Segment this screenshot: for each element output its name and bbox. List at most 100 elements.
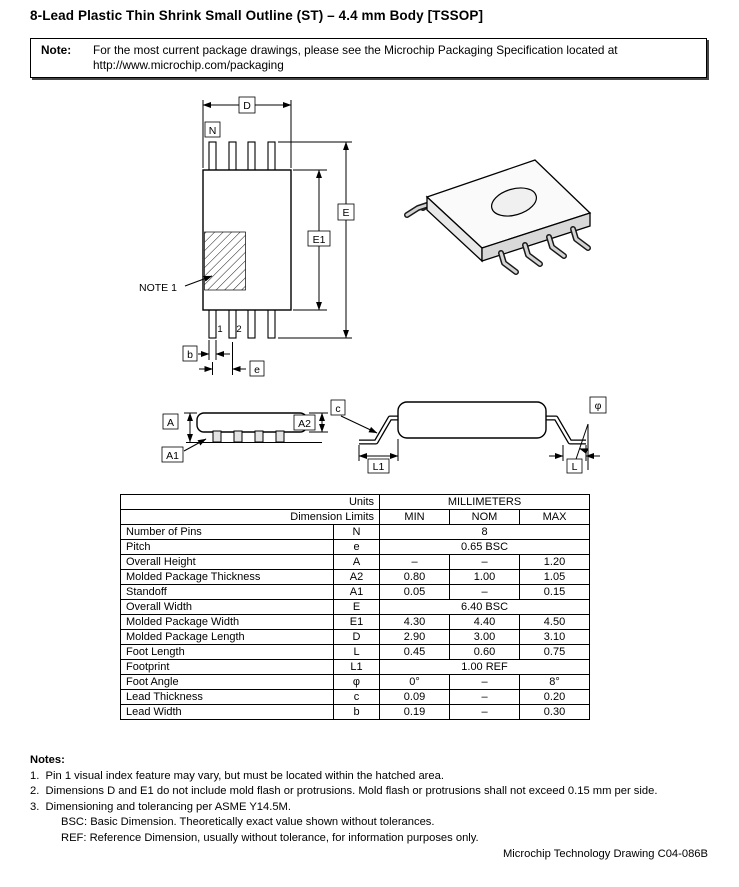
dim-name: Molded Package Length	[120, 629, 334, 645]
dim-min: 2.90	[379, 629, 450, 645]
dim-max: 8°	[519, 674, 590, 690]
note-item-2: 2. Dimensions D and E1 do not include mo…	[30, 785, 658, 798]
top-view-lead	[228, 141, 237, 172]
dim-symbol: e	[333, 539, 380, 555]
dim-symbol: L1	[333, 659, 380, 675]
table-row: Overall Width E 6.40 BSC	[120, 599, 590, 615]
dim-max: 0.15	[519, 584, 590, 600]
end-view-lead	[212, 430, 222, 443]
table-row: Molded Package Thickness A2 0.80 1.00 1.…	[120, 569, 590, 585]
dim-nom: –	[449, 554, 520, 570]
dim-min: 0.19	[379, 704, 450, 720]
dim-symbol: A	[333, 554, 380, 570]
dim-max: 3.10	[519, 629, 590, 645]
dim-symbol: E	[333, 599, 380, 615]
dim-min: 0.80	[379, 569, 450, 585]
table-row: Molded Package Length D 2.90 3.00 3.10	[120, 629, 590, 645]
pin-number-2: 2	[236, 324, 241, 335]
dim-symbol: A2	[333, 569, 380, 585]
dim-symbol: A1	[333, 584, 380, 600]
end-view-lead	[233, 430, 243, 443]
dim-label-A2-text: A2	[298, 418, 311, 430]
dim-label-D: D	[238, 96, 256, 114]
dim-label-L: L	[566, 458, 583, 474]
dim-label-E1: E1	[307, 230, 331, 247]
dim-max: 0.20	[519, 689, 590, 705]
dim-label-L1: L1	[367, 458, 390, 474]
dim-name: Molded Package Width	[120, 614, 334, 630]
table-row: Footprint L1 1.00 REF	[120, 659, 590, 675]
dim-nom: –	[449, 584, 520, 600]
dim-label-D-text: D	[243, 100, 251, 112]
table-row: Foot Angle φ 0° – 8°	[120, 674, 590, 690]
dim-min: 0.09	[379, 689, 450, 705]
dim-name: Pitch	[120, 539, 334, 555]
side-view-right-lead	[546, 415, 586, 445]
dim-label-e: e	[249, 360, 265, 377]
table-row: Overall Height A – – 1.20	[120, 554, 590, 570]
notes-heading: Notes:	[30, 754, 65, 766]
dim-label-e-text: e	[254, 364, 260, 376]
note1-callout: NOTE 1	[139, 282, 177, 294]
col-header-nom: NOM	[449, 509, 520, 525]
note-item-1: 1. Pin 1 visual index feature may vary, …	[30, 769, 444, 782]
dim-nom: 1.00	[449, 569, 520, 585]
dim-min: 0°	[379, 674, 450, 690]
dim-symbol: c	[333, 689, 380, 705]
dim-label-N-text: N	[209, 125, 217, 137]
dim-label-E-text: E	[342, 207, 349, 219]
dim-symbol: b	[333, 704, 380, 720]
note-box: Note: For the most current package drawi…	[30, 38, 707, 78]
limits-label: Dimension Limits	[120, 509, 380, 525]
note-box-label: Note:	[41, 43, 72, 57]
top-view-lead	[208, 141, 217, 172]
dim-name: Lead Thickness	[120, 689, 334, 705]
dim-symbol: φ	[333, 674, 380, 690]
side-view-body	[397, 401, 547, 439]
table-row: Lead Thickness c 0.09 – 0.20	[120, 689, 590, 705]
dim-name: Foot Length	[120, 644, 334, 660]
dim-label-b-text: b	[187, 349, 193, 361]
note-box-text-line1: For the most current package drawings, p…	[93, 43, 618, 57]
dim-nom: 0.60	[449, 644, 520, 660]
table-row: Foot Length L 0.45 0.60 0.75	[120, 644, 590, 660]
dim-max: 0.30	[519, 704, 590, 720]
col-header-min: MIN	[379, 509, 450, 525]
units-label: Units	[120, 494, 380, 510]
dim-max: 1.20	[519, 554, 590, 570]
top-view-lead	[247, 308, 256, 339]
dim-label-A2: A2	[293, 414, 316, 431]
dim-name: Number of Pins	[120, 524, 334, 540]
dim-label-L1-text: L1	[373, 461, 385, 473]
table-row: Molded Package Width E1 4.30 4.40 4.50	[120, 614, 590, 630]
dim-label-A-text: A	[167, 417, 174, 429]
end-view-lead	[254, 430, 264, 443]
package-end-view: A A2 A1	[161, 412, 328, 463]
dim-name: Overall Height	[120, 554, 334, 570]
table-row: Number of Pins N 8	[120, 524, 590, 540]
dim-value: 8	[379, 524, 590, 540]
dim-symbol: N	[333, 524, 380, 540]
dim-label-phi: φ	[589, 396, 607, 414]
note-box-url: http://www.microchip.com/packaging	[93, 57, 284, 72]
package-side-view: c φ L1	[330, 396, 607, 474]
pin1-hatch-area	[204, 231, 246, 291]
3d-index-circle	[491, 187, 537, 217]
units-value: MILLIMETERS	[379, 494, 590, 510]
page-title: 8-Lead Plastic Thin Shrink Small Outline…	[30, 8, 484, 23]
package-top-view: D N E E1 NOTE 1	[139, 96, 355, 377]
dim-value: 0.65 BSC	[379, 539, 590, 555]
dimensions-table: Units MILLIMETERS Dimension Limits MIN N…	[120, 494, 590, 720]
3d-body-front-face	[481, 212, 591, 262]
table-row: Standoff A1 0.05 – 0.15	[120, 584, 590, 600]
dim-name: Standoff	[120, 584, 334, 600]
dim-label-E1-text: E1	[313, 234, 326, 246]
dim-symbol: E1	[333, 614, 380, 630]
dim-nom: 4.40	[449, 614, 520, 630]
dim-name: Overall Width	[120, 599, 334, 615]
dim-symbol: L	[333, 644, 380, 660]
dim-value: 1.00 REF	[379, 659, 590, 675]
note-def-bsc: BSC: Basic Dimension. Theoretically exac…	[61, 816, 435, 829]
table-row: Lead Width b 0.19 – 0.30	[120, 704, 590, 720]
